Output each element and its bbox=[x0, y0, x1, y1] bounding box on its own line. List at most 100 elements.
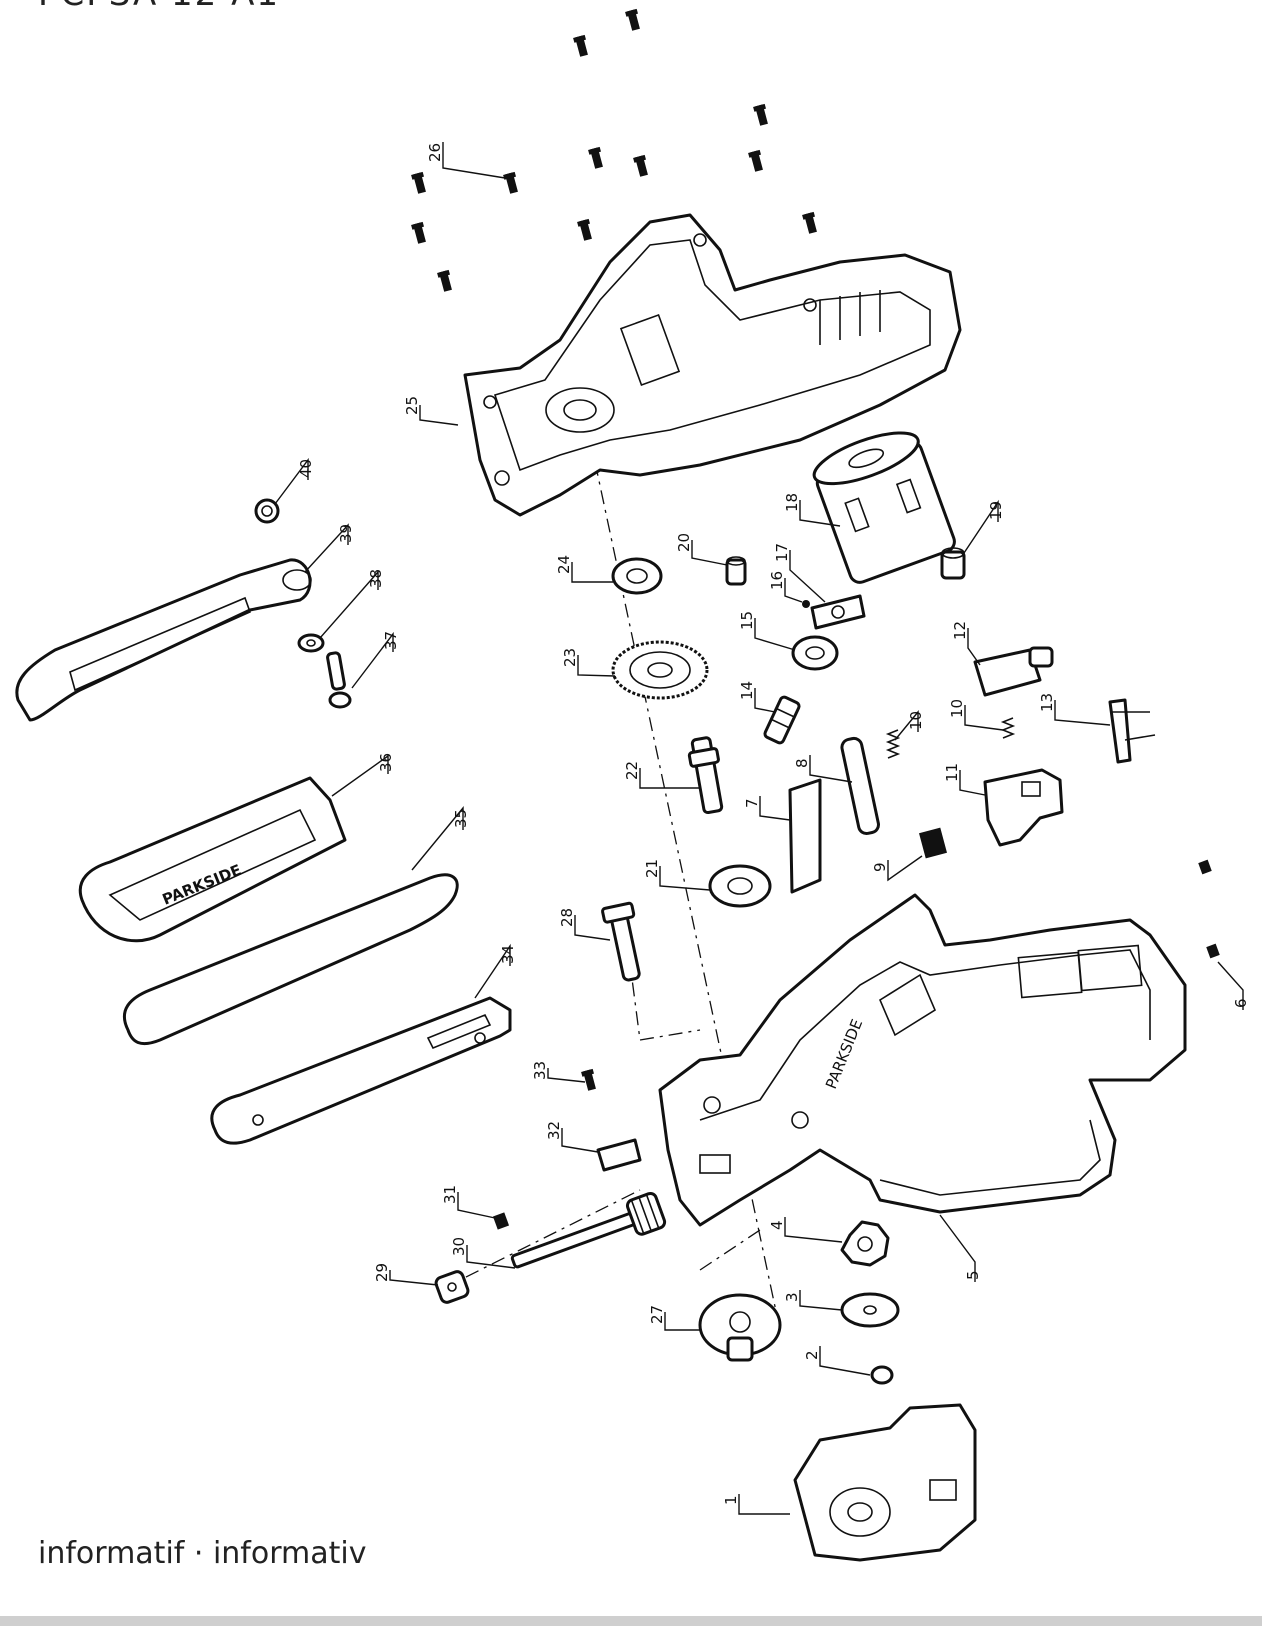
label-19: 19 bbox=[961, 499, 1005, 557]
part-bolt-37 bbox=[326, 651, 352, 709]
svg-text:16: 16 bbox=[768, 571, 786, 590]
label-27: 27 bbox=[648, 1305, 700, 1331]
part-block-32 bbox=[596, 1138, 642, 1172]
label-29: 29 bbox=[373, 1263, 439, 1286]
svg-text:31: 31 bbox=[441, 1185, 459, 1204]
part-plate-7 bbox=[788, 778, 822, 894]
part-sprocket-4 bbox=[840, 1220, 890, 1267]
part-motor bbox=[812, 431, 956, 584]
part-shaft-22 bbox=[687, 736, 724, 815]
part-bushing-20 bbox=[725, 556, 747, 586]
part-clip-2 bbox=[870, 1365, 894, 1385]
svg-text:26: 26 bbox=[426, 143, 444, 162]
svg-text:18: 18 bbox=[783, 493, 801, 512]
svg-text:34: 34 bbox=[499, 945, 517, 964]
part-adjust-screw-30 bbox=[510, 1191, 667, 1269]
label-16: 16 bbox=[768, 571, 803, 603]
svg-text:30: 30 bbox=[450, 1237, 468, 1256]
model-title: PCPSA 12 A1 bbox=[38, 0, 280, 14]
part-chain-35 bbox=[122, 873, 459, 1046]
svg-text:28: 28 bbox=[558, 908, 576, 927]
svg-text:1: 1 bbox=[722, 1495, 740, 1505]
svg-text:22: 22 bbox=[623, 761, 641, 780]
part-upper-housing bbox=[463, 213, 962, 517]
svg-text:36: 36 bbox=[377, 753, 395, 772]
part-spring-10a bbox=[885, 729, 901, 759]
svg-text:32: 32 bbox=[545, 1121, 563, 1140]
label-7: 7 bbox=[743, 796, 791, 821]
svg-text:23: 23 bbox=[561, 648, 579, 667]
label-17: 17 bbox=[773, 543, 826, 603]
part-gear-23 bbox=[611, 640, 709, 700]
label-38: 38 bbox=[319, 569, 385, 639]
label-33: 33 bbox=[531, 1061, 586, 1083]
label-30: 30 bbox=[450, 1237, 516, 1269]
label-35: 35 bbox=[411, 806, 470, 871]
part-trigger-11 bbox=[983, 768, 1064, 847]
svg-text:35: 35 bbox=[452, 809, 470, 828]
svg-text:24: 24 bbox=[555, 555, 573, 574]
part-nut-29 bbox=[434, 1270, 470, 1304]
label-4: 4 bbox=[768, 1217, 843, 1243]
part-6b bbox=[1206, 943, 1220, 959]
svg-text:6: 6 bbox=[1232, 998, 1250, 1008]
part-31 bbox=[492, 1212, 510, 1230]
part-contact-9 bbox=[919, 827, 947, 859]
part-bearing-24 bbox=[611, 557, 663, 595]
label-8: 8 bbox=[793, 755, 853, 783]
svg-text:11: 11 bbox=[943, 763, 961, 782]
part-handle-39 bbox=[15, 558, 312, 722]
label-9: 9 bbox=[871, 855, 923, 882]
label-10: 10 bbox=[894, 710, 925, 741]
label-13: 13 bbox=[1038, 693, 1111, 726]
label-36: 36 bbox=[331, 753, 395, 797]
svg-text:10: 10 bbox=[948, 699, 966, 718]
svg-text:5: 5 bbox=[964, 1270, 982, 1280]
part-rod-8 bbox=[840, 736, 880, 836]
part-motor-plate bbox=[810, 594, 866, 630]
label-40: 40 bbox=[274, 457, 315, 505]
svg-text:37: 37 bbox=[382, 631, 400, 650]
svg-text:4: 4 bbox=[768, 1220, 786, 1230]
part-pinion-14 bbox=[763, 695, 801, 745]
bottom-divider bbox=[0, 1616, 1262, 1626]
label-11: 11 bbox=[943, 763, 986, 796]
label-23: 23 bbox=[561, 648, 616, 677]
part-washer-38 bbox=[297, 633, 325, 653]
part-bearing-15 bbox=[791, 635, 839, 671]
svg-text:15: 15 bbox=[738, 611, 756, 630]
svg-text:29: 29 bbox=[373, 1263, 391, 1282]
part-switch-12 bbox=[973, 646, 1054, 697]
part-bushing-19 bbox=[940, 547, 966, 580]
part-washer-3 bbox=[840, 1292, 900, 1328]
part-cover-1 bbox=[793, 1403, 977, 1562]
label-2: 2 bbox=[803, 1346, 871, 1376]
screws bbox=[411, 8, 817, 1091]
svg-text:21: 21 bbox=[643, 859, 661, 878]
label-24: 24 bbox=[555, 555, 613, 583]
label-14: 14 bbox=[738, 681, 776, 713]
part-lever-13 bbox=[1108, 698, 1156, 764]
svg-text:9: 9 bbox=[871, 862, 889, 872]
part-pin-28 bbox=[601, 901, 641, 982]
label-34: 34 bbox=[474, 943, 517, 999]
footer-caption: informatif · informativ bbox=[38, 1536, 367, 1571]
part-spring-10b bbox=[1000, 717, 1016, 739]
part-knob-27 bbox=[698, 1293, 782, 1362]
svg-text:13: 13 bbox=[1038, 693, 1056, 712]
svg-text:2: 2 bbox=[803, 1350, 821, 1360]
svg-text:38: 38 bbox=[367, 569, 385, 588]
label-32: 32 bbox=[545, 1121, 599, 1153]
label-3: 3 bbox=[783, 1290, 843, 1311]
label-26: 26 bbox=[426, 142, 506, 179]
svg-text:7: 7 bbox=[743, 798, 761, 808]
label-31: 31 bbox=[441, 1185, 496, 1219]
svg-text:27: 27 bbox=[648, 1305, 666, 1324]
label-6: 6 bbox=[1217, 961, 1250, 1010]
label-28: 28 bbox=[558, 908, 611, 941]
label-20: 20 bbox=[675, 533, 728, 566]
label-15: 15 bbox=[738, 611, 796, 651]
svg-text:25: 25 bbox=[403, 396, 421, 415]
label-18: 18 bbox=[783, 493, 841, 527]
